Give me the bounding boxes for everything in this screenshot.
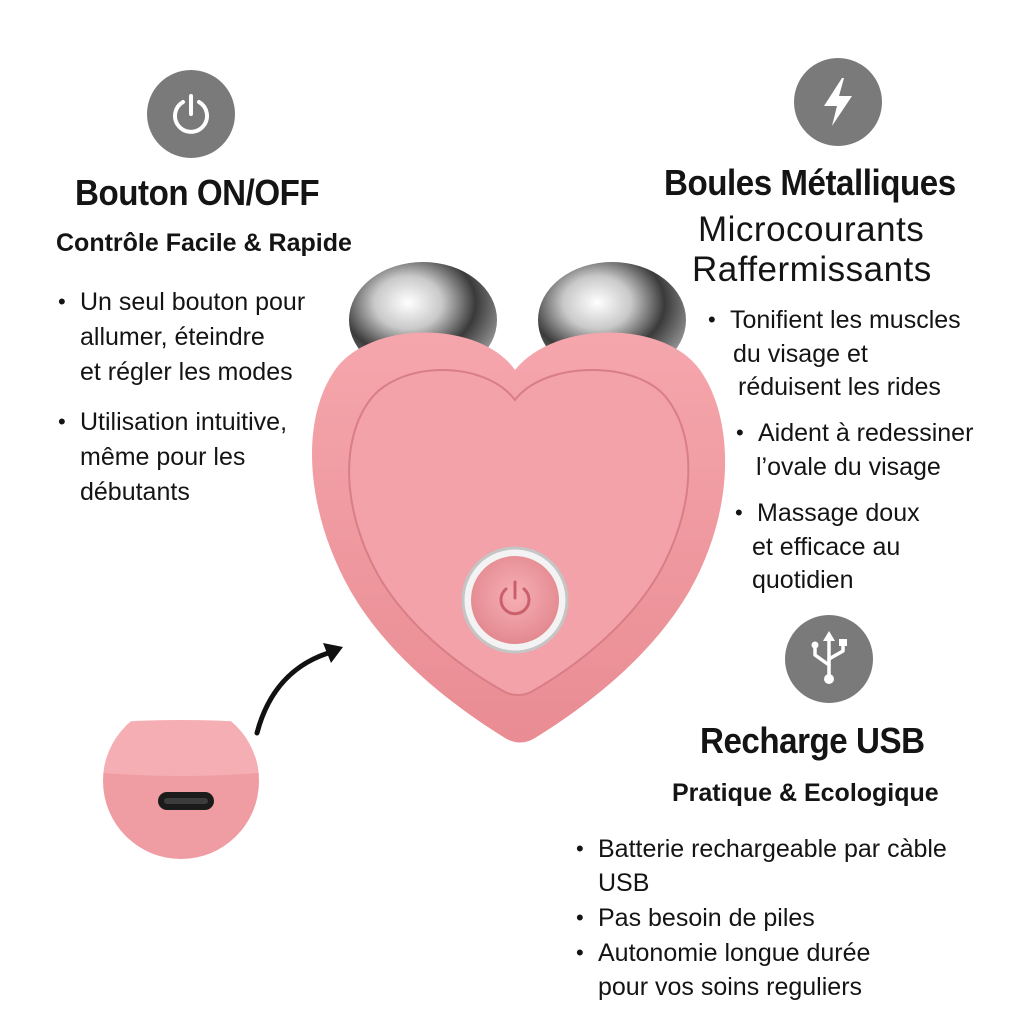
arrow-icon	[254, 643, 343, 736]
power-subtitle: Contrôle Facile & Rapide	[56, 229, 352, 257]
usb-bullet-1-line-2: USB	[598, 869, 650, 897]
balls-title: Boules Métalliques	[664, 162, 956, 203]
balls-bullet-3-line-1: Massage doux	[735, 496, 920, 530]
balls-bullet-1-line-2: du visage et	[733, 340, 868, 368]
balls-bullet-2-line-2: l’ovale du visage	[756, 453, 941, 481]
power-icon	[173, 94, 209, 134]
device-power-button	[461, 546, 569, 654]
balls-bullet-3-line-2: et efficace au	[752, 533, 901, 561]
power-bullet-2-line-1: Utilisation intuitive,	[58, 405, 287, 439]
usb-section-icon	[785, 615, 873, 703]
usb-port-closeup	[103, 703, 259, 859]
balls-subtitle-line-1: Microcourants	[698, 210, 925, 249]
usb-bullet-1-line-1: Batterie rechargeable par càble	[576, 832, 947, 866]
balls-bullet-1-line-3: réduisent les rides	[738, 373, 941, 401]
usb-bullet-3-line-1: Autonomie longue durée	[576, 936, 870, 970]
balls-bullet-3-line-3: quotidien	[752, 566, 854, 594]
power-section-icon	[147, 70, 235, 158]
balls-subtitle-line-2: Raffermissants	[692, 250, 932, 289]
power-bullet-1-line-3: et régler les modes	[80, 358, 293, 386]
balls-bullet-1-line-1: Tonifient les muscles	[708, 303, 961, 337]
usb-subtitle: Pratique & Ecologique	[672, 779, 939, 807]
power-bullet-1-line-1: Un seul bouton pour	[58, 285, 305, 319]
usb-bullet-2-line-1: Pas besoin de piles	[576, 901, 815, 935]
usb-icon	[811, 631, 847, 684]
power-title: Bouton ON/OFF	[75, 172, 320, 213]
balls-bullet-2-line-1: Aident à redessiner	[736, 416, 973, 450]
usb-bullet-3-line-2: pour vos soins reguliers	[598, 973, 863, 1001]
power-bullet-2-line-2: même pour les	[80, 443, 246, 471]
balls-section-icon	[794, 58, 882, 146]
power-bullet-1-line-2: allumer, éteindre	[80, 323, 265, 351]
lightning-icon	[824, 78, 852, 126]
heart-device-illustration	[312, 262, 726, 743]
power-bullet-2-line-3: débutants	[80, 478, 190, 506]
heart-face	[348, 369, 690, 696]
usb-title: Recharge USB	[700, 720, 925, 761]
